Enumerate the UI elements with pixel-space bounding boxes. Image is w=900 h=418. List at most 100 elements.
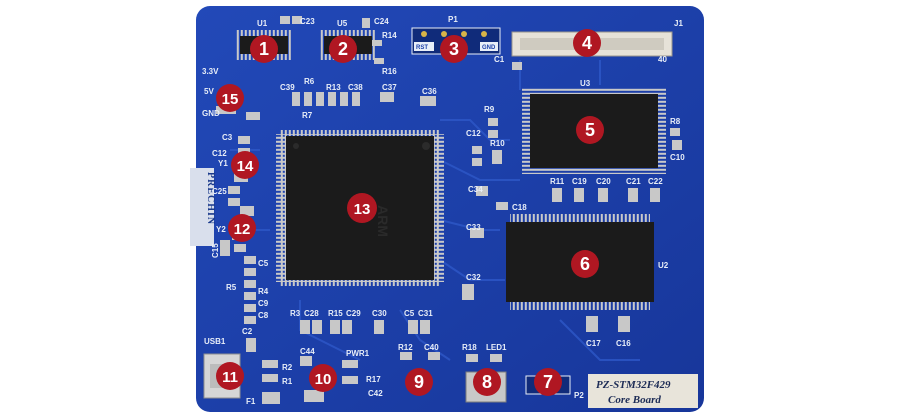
badge-10: 10 xyxy=(309,364,337,392)
silkscreen-labels: U1 C23 U5 C24 P1 RST GND R14 R16 J1 40 C… xyxy=(202,15,685,406)
brand-label: PZ-STM32F429 Core Board xyxy=(588,374,698,408)
badge-12: 12 xyxy=(228,214,256,242)
svg-text:5: 5 xyxy=(585,120,595,140)
label-p1: P1 xyxy=(448,15,458,24)
badge-14: 14 xyxy=(231,151,259,179)
label-c42: C42 xyxy=(368,389,383,398)
badge-6: 6 xyxy=(571,250,599,278)
label-j1: J1 xyxy=(674,19,683,28)
badge-2: 2 xyxy=(329,35,357,63)
label-c9: C9 xyxy=(258,299,269,308)
label-c38: C38 xyxy=(348,83,363,92)
badge-11: 11 xyxy=(216,362,244,390)
side-text: PRECHIN xyxy=(205,172,216,225)
svg-text:11: 11 xyxy=(222,369,238,386)
board-model: PZ-STM32F429 xyxy=(596,379,671,391)
label-5v: 5V xyxy=(204,87,214,96)
label-pwr1: PWR1 xyxy=(346,349,370,358)
label-r1: R1 xyxy=(282,377,293,386)
badge-4: 4 xyxy=(573,29,601,57)
board-subtitle: Core Board xyxy=(608,394,661,406)
label-r10: R10 xyxy=(490,139,505,148)
badge-8: 8 xyxy=(473,368,501,396)
label-r11: R11 xyxy=(550,177,565,186)
label-c34: C34 xyxy=(468,185,483,194)
label-c8: C8 xyxy=(258,311,269,320)
svg-text:10: 10 xyxy=(315,371,332,388)
label-y1: Y1 xyxy=(218,159,228,168)
badge-7: 7 xyxy=(534,368,562,396)
label-c10: C10 xyxy=(670,153,685,162)
label-r4: R4 xyxy=(258,287,269,296)
label-p2: P2 xyxy=(574,391,584,400)
label-c5: C5 xyxy=(258,259,269,268)
label-c1: C1 xyxy=(494,55,505,64)
label-c20: C20 xyxy=(596,177,611,186)
svg-text:1: 1 xyxy=(259,39,269,59)
label-f1: F1 xyxy=(246,397,256,406)
label-u1: U1 xyxy=(257,19,268,28)
label-c39: C39 xyxy=(280,83,295,92)
label-gnd: GND xyxy=(202,109,220,118)
label-c15: C15 xyxy=(211,243,220,258)
label-c29: C29 xyxy=(346,309,361,318)
label-c22: C22 xyxy=(648,177,663,186)
label-c19: C19 xyxy=(572,177,587,186)
badge-3: 3 xyxy=(440,35,468,63)
svg-text:4: 4 xyxy=(582,33,592,53)
label-c24: C24 xyxy=(374,17,389,26)
badge-1: 1 xyxy=(250,35,278,63)
label-r9: R9 xyxy=(484,105,495,114)
chip-marking: ARM xyxy=(375,205,391,237)
label-u3: U3 xyxy=(580,79,591,88)
label-c30: C30 xyxy=(372,309,387,318)
label-c33: C33 xyxy=(466,223,481,232)
badge-13: 13 xyxy=(347,193,377,223)
label-r3: R3 xyxy=(290,309,301,318)
label-r12: R12 xyxy=(398,343,413,352)
side-label: PRECHIN xyxy=(190,168,216,246)
badge-5: 5 xyxy=(576,116,604,144)
label-c4: C5 xyxy=(404,309,415,318)
label-c36: C36 xyxy=(422,87,437,96)
label-pin40: 40 xyxy=(658,55,667,64)
label-c21: C21 xyxy=(626,177,641,186)
badge-9: 9 xyxy=(405,368,433,396)
svg-text:8: 8 xyxy=(482,372,492,392)
svg-text:14: 14 xyxy=(237,158,254,175)
svg-text:12: 12 xyxy=(234,221,251,238)
label-c12: C12 xyxy=(212,149,227,158)
label-c40: C40 xyxy=(424,343,439,352)
label-usb1: USB1 xyxy=(204,337,226,346)
smd-components xyxy=(216,16,682,404)
label-r5: R5 xyxy=(226,283,237,292)
label-r18: R18 xyxy=(462,343,477,352)
svg-text:6: 6 xyxy=(580,254,590,274)
label-led1: LED1 xyxy=(486,343,507,352)
label-r6: R6 xyxy=(304,77,315,86)
label-u2: U2 xyxy=(658,261,669,270)
label-c32: C32 xyxy=(466,273,481,282)
label-r15: R15 xyxy=(328,309,343,318)
label-r13: R13 xyxy=(326,83,341,92)
pcb-board xyxy=(196,6,704,412)
svg-text:9: 9 xyxy=(414,372,424,392)
label-c28: C28 xyxy=(304,309,319,318)
label-c2: C2 xyxy=(242,327,253,336)
label-u5: U5 xyxy=(337,19,348,28)
svg-text:7: 7 xyxy=(543,372,553,392)
label-c37: C37 xyxy=(382,83,397,92)
label-c18: C18 xyxy=(512,203,527,212)
label-r17: R17 xyxy=(366,375,381,384)
callout-badges: 1 2 3 4 5 6 7 8 9 10 11 12 13 14 15 xyxy=(216,29,604,396)
label-c16: C16 xyxy=(616,339,631,348)
label-c44: C44 xyxy=(300,347,315,356)
label-c11: C12 xyxy=(466,129,481,138)
label-y2: Y2 xyxy=(216,225,226,234)
label-c31: C31 xyxy=(418,309,433,318)
label-r7: R7 xyxy=(302,111,313,120)
label-rst: RST xyxy=(416,45,428,51)
svg-text:15: 15 xyxy=(222,91,239,108)
label-r2: R2 xyxy=(282,363,293,372)
